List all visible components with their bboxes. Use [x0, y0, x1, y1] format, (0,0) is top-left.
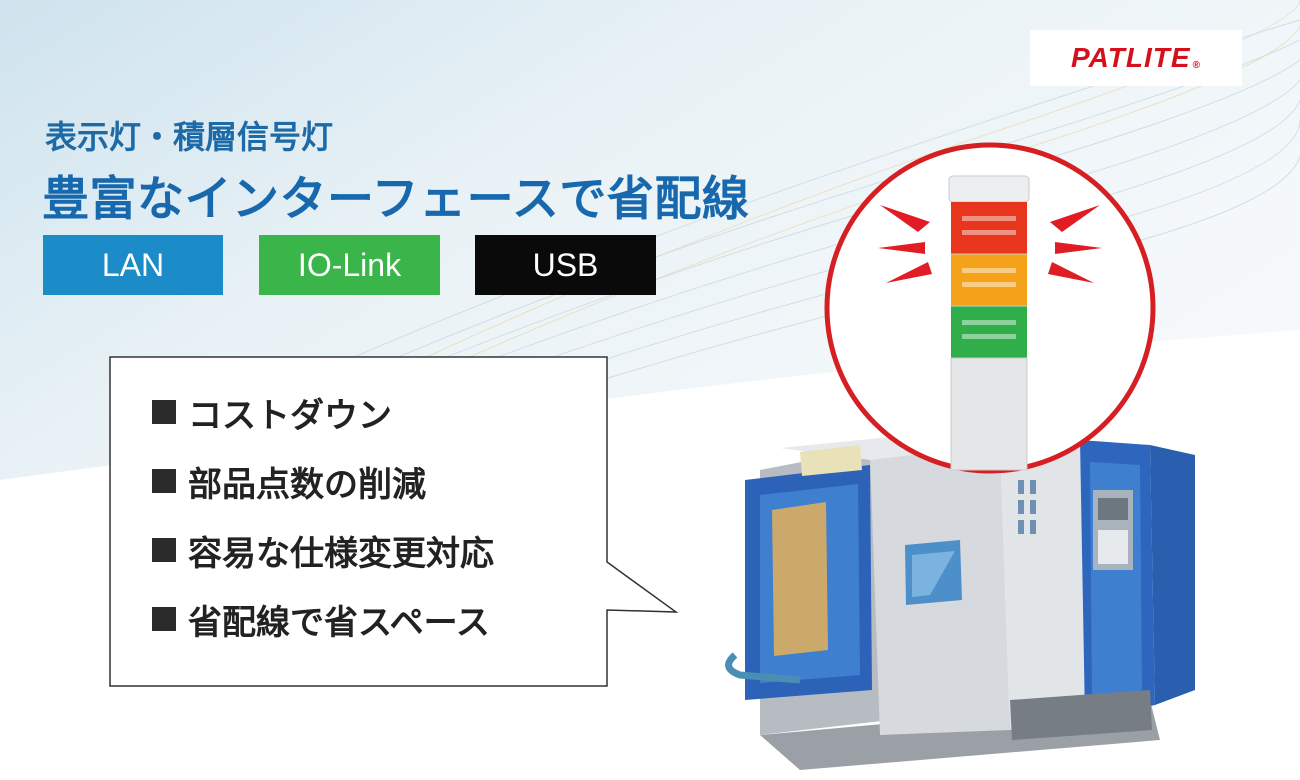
- page-title: 豊富なインターフェースで省配線: [42, 172, 750, 227]
- interface-tag-lan: LAN: [43, 235, 223, 295]
- page-subtitle: 表示灯・積層信号灯: [45, 118, 334, 156]
- list-item: 容易な仕様変更対応: [152, 531, 494, 574]
- square-bullet-icon: [152, 400, 176, 424]
- registered-mark: ®: [1192, 59, 1201, 71]
- signal-tower-icon: [824, 142, 1156, 474]
- list-item: 部品点数の削減: [152, 462, 494, 505]
- logo-text: PATLITE: [1071, 42, 1191, 73]
- benefits-list: コストダウン 部品点数の削減 容易な仕様変更対応 省配線で省スペース: [152, 393, 494, 669]
- square-bullet-icon: [152, 538, 176, 562]
- benefit-text: 省配線で省スペース: [188, 602, 490, 643]
- machine-tool-icon: [725, 430, 1195, 770]
- patlite-logo: PATLITE ®: [1030, 30, 1242, 86]
- benefit-text: 容易な仕様変更対応: [188, 533, 494, 574]
- benefit-text: コストダウン: [188, 395, 392, 436]
- square-bullet-icon: [152, 469, 176, 493]
- interface-tag-usb: USB: [475, 235, 656, 295]
- benefit-text: 部品点数の削減: [188, 464, 426, 505]
- list-item: 省配線で省スペース: [152, 600, 494, 643]
- interface-tag-io-link: IO-Link: [259, 235, 440, 295]
- list-item: コストダウン: [152, 393, 494, 436]
- square-bullet-icon: [152, 607, 176, 631]
